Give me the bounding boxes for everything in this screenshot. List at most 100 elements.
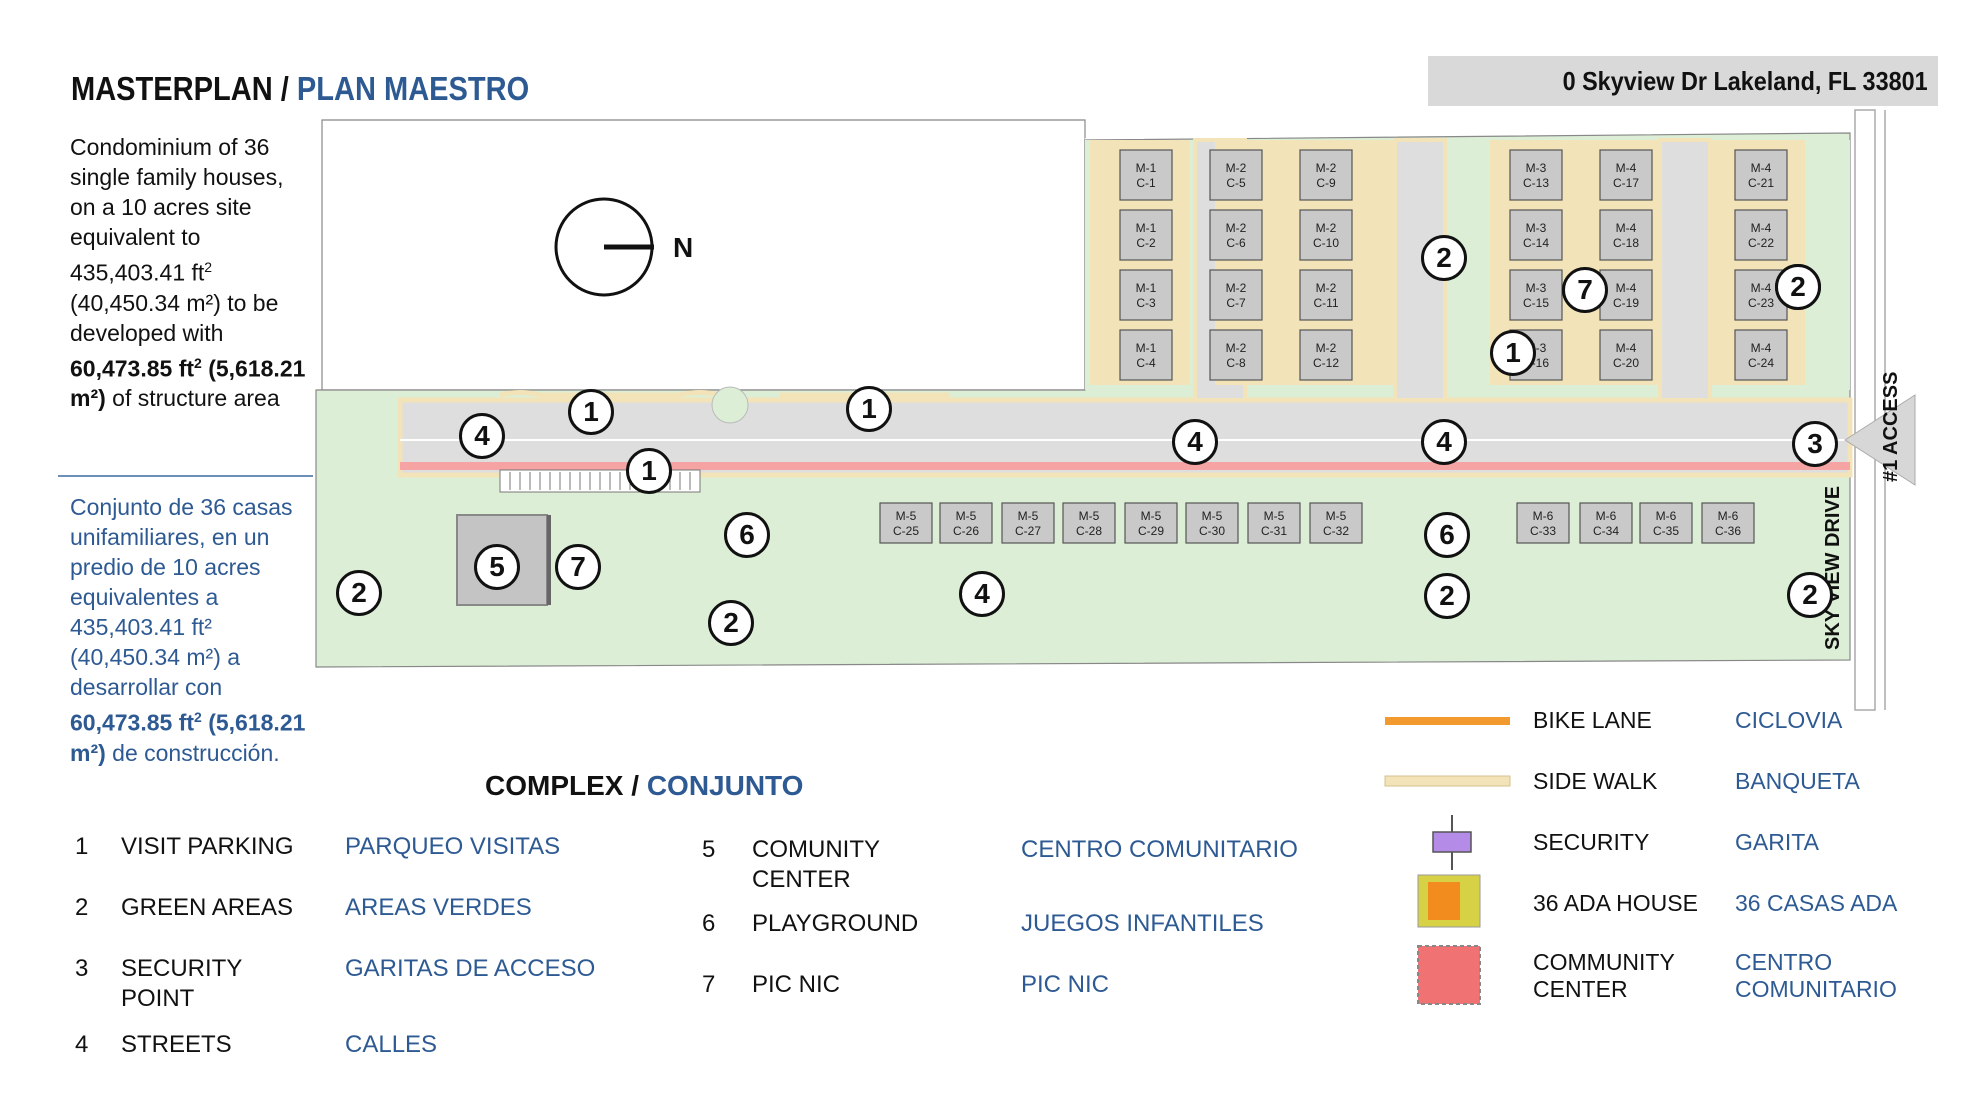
desc-en-bold-sup: 2 [194, 354, 202, 371]
sky-view-drive [1854, 109, 1876, 711]
svg-text:C-33: C-33 [1530, 524, 1556, 538]
svg-text:C-21: C-21 [1748, 176, 1774, 190]
unit-top-19: M-4C-19 [1599, 269, 1653, 321]
plan-marker-2: 2 [336, 570, 382, 616]
svg-text:M-4: M-4 [1616, 341, 1637, 355]
road-label: SKY VIEW DRIVE [1822, 485, 1844, 650]
svg-text:M-3: M-3 [1526, 281, 1547, 295]
plan-marker-7: 7 [1562, 267, 1608, 313]
plan-marker-1: 1 [626, 448, 672, 494]
sidewalk-loop [499, 390, 721, 398]
description-divider [58, 475, 313, 477]
unit-top-12: M-2C-12 [1299, 329, 1353, 381]
plan-marker-4: 4 [959, 571, 1005, 617]
address-text: 0 Skyview Dr Lakeland, FL 33801 [1562, 65, 1928, 96]
unit-bottom-9: M-6C-33 [1516, 502, 1570, 544]
unit-bottom-11: M-6C-35 [1639, 502, 1693, 544]
plan-marker-1: 1 [1490, 330, 1536, 376]
svg-text:C-17: C-17 [1613, 176, 1639, 190]
unit-top-8: M-2C-8 [1209, 329, 1263, 381]
svg-text:M-5: M-5 [1264, 509, 1285, 523]
svg-text:C-31: C-31 [1261, 524, 1287, 538]
unit-top-15: M-3C-15 [1509, 269, 1563, 321]
complex-en-5: COMUNITY CENTER [752, 836, 880, 893]
svg-text:M-2: M-2 [1316, 341, 1337, 355]
unit-bottom-4: M-5C-28 [1062, 502, 1116, 544]
svg-text:M-5: M-5 [956, 509, 977, 523]
svg-text:M-2: M-2 [1226, 341, 1247, 355]
complex-num-1: 1 [75, 833, 89, 860]
svg-text:C-35: C-35 [1653, 524, 1679, 538]
svg-text:M-5: M-5 [1079, 509, 1100, 523]
plan-marker-4: 4 [1421, 419, 1467, 465]
legend-sidewalk-en: SIDE WALK [1533, 768, 1658, 794]
roundabout [711, 386, 749, 424]
svg-text:M-6: M-6 [1533, 509, 1554, 523]
svg-text:M-6: M-6 [1596, 509, 1617, 523]
svg-text:M-4: M-4 [1751, 281, 1772, 295]
unit-bottom-6: M-5C-30 [1185, 502, 1239, 544]
complex-en-2: GREEN AREAS [121, 894, 294, 921]
legend-bike-es: CICLOVIA [1735, 707, 1843, 733]
unit-bottom-12: M-6C-36 [1701, 502, 1755, 544]
desc-es-bold1: 60,473.85 ft [70, 709, 195, 736]
svg-text:M-5: M-5 [896, 509, 917, 523]
unit-top-4: M-1C-4 [1119, 329, 1173, 381]
legend-community-en: COMMUNITY CENTER [1533, 949, 1675, 1002]
unit-bottom-10: M-6C-34 [1579, 502, 1633, 544]
svg-text:C-34: C-34 [1593, 524, 1619, 538]
svg-text:C-5: C-5 [1226, 176, 1246, 190]
title-en: MASTERPLAN [71, 70, 273, 107]
complex-heading-sep: / [623, 770, 647, 801]
svg-text:M-1: M-1 [1136, 221, 1157, 235]
street-v2 [1393, 138, 1447, 402]
complex-num-3: 3 [75, 955, 89, 982]
plan-marker-6: 6 [724, 512, 770, 558]
unit-top-9: M-2C-9 [1299, 149, 1353, 201]
unit-top-6: M-2C-6 [1209, 209, 1263, 261]
svg-text:M-2: M-2 [1316, 161, 1337, 175]
bike-lane [400, 462, 1850, 470]
svg-text:M-2: M-2 [1316, 221, 1337, 235]
svg-text:M-5: M-5 [1141, 509, 1162, 523]
svg-text:M-6: M-6 [1718, 509, 1739, 523]
complex-en-1: VISIT PARKING [121, 833, 294, 860]
desc-en-sup: 2 [204, 259, 213, 275]
svg-text:C-12: C-12 [1313, 356, 1339, 370]
complex-en-7: PIC NIC [752, 971, 841, 998]
unit-top-10: M-2C-10 [1299, 209, 1353, 261]
svg-text:C-18: C-18 [1613, 236, 1639, 250]
svg-text:M-4: M-4 [1616, 281, 1637, 295]
community-center-swatch [1417, 945, 1481, 1005]
sidewalk-swatch [1384, 775, 1511, 787]
complex-en-6: PLAYGROUND [752, 910, 919, 937]
ada-house-fill [1428, 882, 1460, 920]
plan-marker-2: 2 [1424, 573, 1470, 619]
plan-marker-5: 5 [474, 544, 520, 590]
svg-text:M-4: M-4 [1751, 341, 1772, 355]
svg-text:C-11: C-11 [1313, 296, 1338, 310]
legend-community-es: CENTRO COMUNITARIO [1735, 949, 1897, 1002]
svg-text:M-5: M-5 [1018, 509, 1039, 523]
svg-text:C-22: C-22 [1748, 236, 1774, 250]
svg-text:C-19: C-19 [1613, 296, 1639, 310]
north-label: N [673, 232, 694, 263]
svg-text:M-4: M-4 [1616, 221, 1637, 235]
unit-top-7: M-2C-7 [1209, 269, 1263, 321]
complex-num-2: 2 [75, 894, 89, 921]
svg-text:C-3: C-3 [1136, 296, 1156, 310]
legend-bike-en: BIKE LANE [1533, 707, 1652, 733]
svg-text:C-14: C-14 [1523, 236, 1549, 250]
complex-es-6: JUEGOS INFANTILES [1021, 910, 1264, 937]
svg-text:C-15: C-15 [1523, 296, 1549, 310]
plan-marker-3: 3 [1792, 421, 1838, 467]
svg-text:C-24: C-24 [1748, 356, 1774, 370]
unit-bottom-2: M-5C-26 [939, 502, 993, 544]
desc-es-text3: de construcción. [105, 739, 280, 766]
svg-text:C-6: C-6 [1226, 236, 1246, 250]
desc-es-text: Conjunto de 36 casas unifamiliares, en u… [70, 494, 293, 700]
svg-text:M-1: M-1 [1136, 161, 1157, 175]
svg-text:C-9: C-9 [1316, 176, 1336, 190]
svg-text:C-4: C-4 [1136, 356, 1156, 370]
plan-marker-6: 6 [1424, 512, 1470, 558]
